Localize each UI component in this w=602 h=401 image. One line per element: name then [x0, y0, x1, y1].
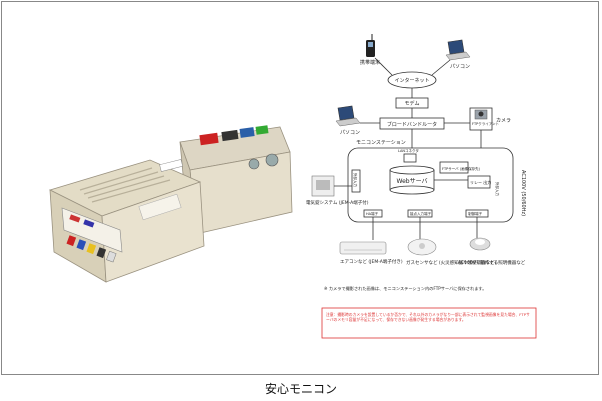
broadband-label: ブロードバンドルータ [387, 121, 437, 128]
external-input-box [351, 169, 361, 193]
camera-icon [474, 109, 488, 120]
gas-sensor-label: ガスセンサなど (火災感知器や煙感知器など) [406, 259, 497, 266]
mobile-label: 携帯端末 [360, 59, 380, 66]
aircon-image [339, 241, 387, 255]
relay-label: リレー 出力 [470, 179, 491, 185]
modem-label: モデム [405, 100, 420, 107]
warning-text: 注意：撮影時のカメラを設置しているか否かで、それ以外のカメラがなり一部に表示され… [326, 312, 530, 322]
relay-box [467, 175, 491, 189]
mobile-phone-icon [366, 34, 375, 57]
lan-label: LANコネクタ [398, 148, 419, 153]
monicon-device-photo [48, 125, 293, 283]
ftp-server-label: FTPサーバ (画像保存先) [442, 166, 481, 171]
laptop-icon [445, 39, 471, 61]
control-terminal-label: 制御端子 [468, 211, 482, 216]
lan-connector [403, 153, 417, 163]
internet-label: インターネット [394, 77, 429, 84]
station-label: モニコンステーション [356, 140, 406, 146]
web-server-label: Webサーバ [396, 178, 427, 185]
ftp-client-label: FTPクライアント [472, 121, 499, 126]
aircon-label: エアコンなど (JEM-A端子付き) [340, 258, 403, 265]
note-text: ※ カメラで撮影された画像は、モニコンステーション内のFTPサーバに保存されます… [324, 285, 486, 292]
input-label-right: 外部入力 [495, 182, 500, 196]
pc-left-label: パソコン [340, 130, 360, 136]
contact-input-label: 接点入力端子 [410, 211, 431, 216]
figure-caption: 安心モニコン [264, 382, 337, 396]
system-diagram: 携帯端末 パソコン インターネット モデム ブロードバンドルータ パソコン FT… [306, 34, 537, 339]
camera-label: カメラ [496, 118, 511, 124]
warning-box [321, 307, 537, 339]
ac-device-label: AC100Vで動作する照明機器など [458, 259, 526, 266]
ftp-server-box [439, 161, 469, 174]
input-label: 外部入力 [353, 173, 358, 187]
electric-system-label: 電気錠システム (JEM-A端子付) [306, 199, 369, 206]
web-server-cylinder [389, 165, 435, 195]
pc-top-label: パソコン [450, 64, 470, 70]
laptop-icon [335, 105, 361, 127]
power-label: AC100V (50/60Hz) [520, 170, 526, 216]
ha-terminal-label: HA端子 [366, 211, 379, 216]
